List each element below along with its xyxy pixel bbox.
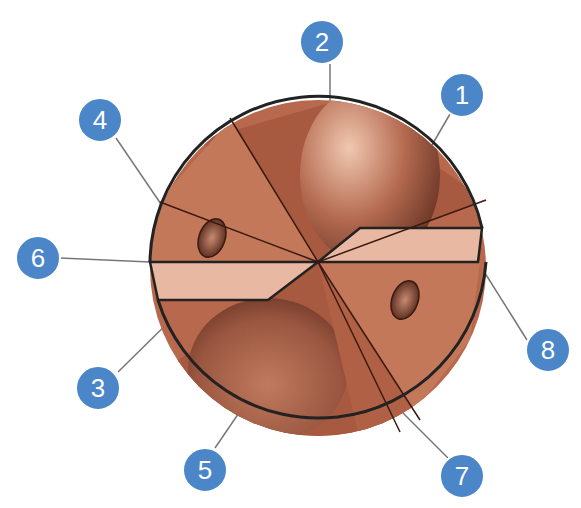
- callout-number: 7: [440, 454, 484, 498]
- leader-lines: [60, 64, 527, 458]
- callout-number: 6: [16, 236, 60, 280]
- callout-number: 4: [78, 98, 122, 142]
- callout-number: 5: [183, 448, 227, 492]
- callout-circles: [16, 20, 570, 498]
- callout-number: 8: [526, 328, 570, 372]
- callout-number: 2: [300, 20, 344, 64]
- callout-number: 3: [76, 366, 120, 410]
- drill-point: [150, 85, 486, 450]
- callout-number: 1: [440, 73, 484, 117]
